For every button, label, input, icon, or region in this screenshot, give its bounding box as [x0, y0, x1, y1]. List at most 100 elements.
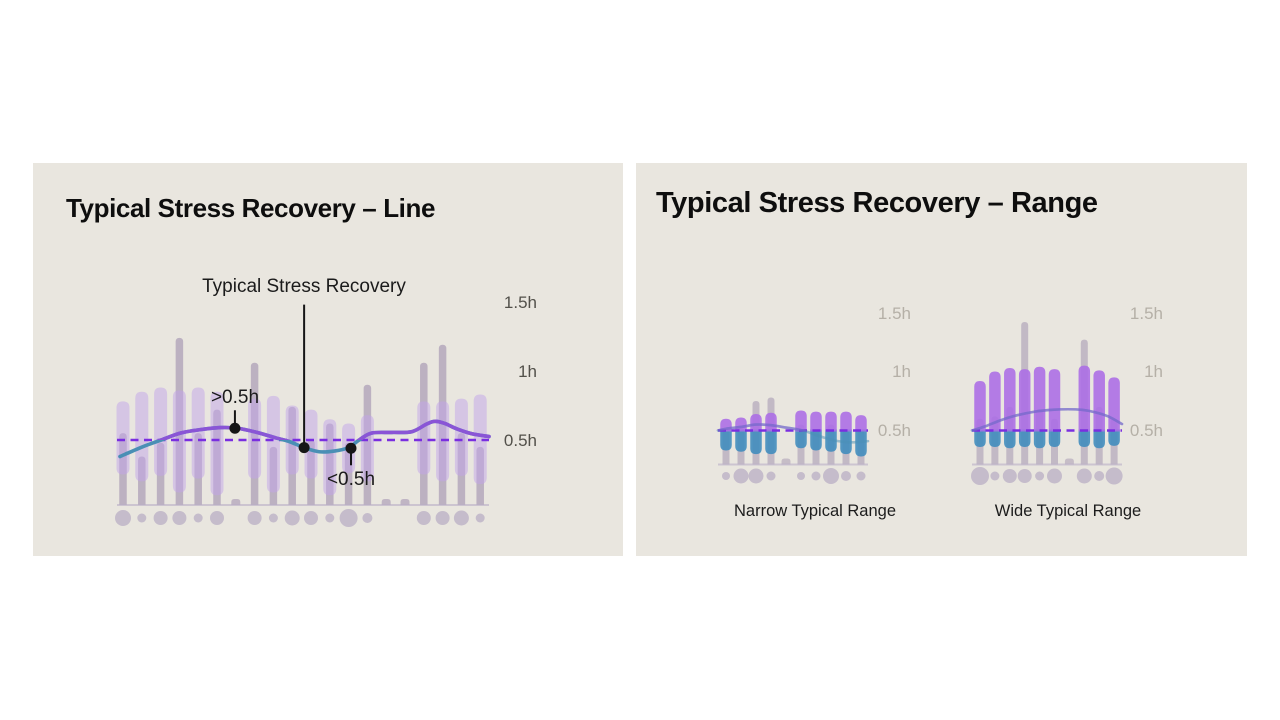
- typical-range-bar: [417, 401, 431, 475]
- wide-chart: [970, 321, 1124, 485]
- typical-range-bar: [135, 391, 149, 482]
- above-typical-bar: [855, 415, 867, 432]
- stress-recovery-range-charts: [716, 321, 1124, 485]
- wide-y-tick-1-5h: 1.5h: [1129, 304, 1163, 323]
- panel-typical-stress-recovery-line: Typical Stress Recovery – Line 1.5h 1h 0…: [33, 163, 623, 556]
- above-typical-bar: [840, 411, 852, 432]
- missing-day-stub: [400, 499, 410, 505]
- session-dot: [811, 471, 821, 481]
- session-dot: [475, 513, 485, 523]
- annotation-typical-stress-recovery-label: Typical Stress Recovery: [202, 276, 406, 297]
- session-dot: [362, 513, 373, 523]
- typical-range-bar: [473, 394, 487, 485]
- annotation-above-threshold-label: >0.5h: [210, 387, 260, 408]
- session-dot: [416, 511, 431, 525]
- annotation-dot: [229, 422, 241, 434]
- typical-range-bar: [154, 387, 168, 476]
- recovery-curve-above: [155, 419, 491, 440]
- missing-day-stub: [781, 458, 791, 465]
- session-dot: [1105, 467, 1123, 485]
- typical-range-bar: [172, 390, 186, 493]
- narrow-y-tick-0-5h: 0.5h: [877, 421, 911, 440]
- above-typical-bar: [1018, 369, 1031, 432]
- below-typical-bar: [1078, 429, 1091, 448]
- below-typical-bar: [735, 429, 747, 452]
- panel-typical-stress-recovery-range: Typical Stress Recovery – Range 1.5h 1h …: [636, 163, 1247, 556]
- session-dot: [304, 511, 318, 525]
- session-dot: [990, 471, 1000, 481]
- below-typical-bar: [1048, 429, 1061, 448]
- session-dot: [766, 471, 776, 481]
- above-typical-bar: [1048, 369, 1061, 432]
- stress-recovery-line-chart: [115, 304, 491, 527]
- annotation-dot: [298, 442, 310, 454]
- missing-day-stub: [381, 499, 391, 505]
- below-typical-bar: [1108, 429, 1120, 446]
- typical-range-bar: [304, 409, 318, 479]
- session-dot: [1017, 469, 1032, 483]
- session-dot: [856, 471, 866, 481]
- above-typical-bar: [810, 411, 822, 432]
- y-tick-1-5h: 1.5h: [503, 293, 537, 312]
- session-dot: [797, 472, 805, 480]
- above-typical-bar: [1078, 365, 1091, 432]
- session-dot: [722, 472, 730, 480]
- typical-range-bar: [266, 395, 280, 493]
- typical-range-bar: [285, 405, 299, 475]
- typical-range-bar: [454, 398, 468, 476]
- session-dot: [339, 509, 358, 527]
- below-typical-bar: [1033, 429, 1046, 449]
- session-dot: [1035, 471, 1045, 481]
- above-typical-bar: [989, 371, 1001, 432]
- below-typical-bar: [989, 429, 1001, 448]
- below-typical-bar: [720, 429, 732, 451]
- session-dot: [971, 467, 989, 485]
- narrow-y-tick-1-5h: 1.5h: [877, 304, 911, 323]
- y-tick-0-5h: 0.5h: [503, 431, 537, 450]
- above-typical-bar: [974, 380, 986, 432]
- session-dot: [268, 513, 278, 523]
- below-typical-bar: [1018, 429, 1031, 448]
- above-typical-bar: [1108, 377, 1120, 432]
- session-dot: [435, 511, 450, 525]
- session-dot: [210, 511, 224, 525]
- typical-range-bar: [248, 398, 262, 479]
- annotation-below-threshold-label: <0.5h: [326, 469, 376, 490]
- session-dot: [284, 510, 300, 526]
- session-dot: [453, 510, 469, 526]
- below-typical-bar: [1093, 429, 1105, 449]
- recovery-curve-above: [970, 407, 1124, 431]
- session-dot: [325, 513, 335, 523]
- above-typical-bar: [825, 411, 837, 432]
- wide-y-tick-0-5h: 0.5h: [1129, 421, 1163, 440]
- session-dot: [748, 468, 764, 484]
- above-typical-bar: [750, 413, 762, 432]
- below-typical-bar: [795, 429, 807, 449]
- wide-range-caption: Wide Typical Range: [994, 502, 1142, 520]
- session-dot: [193, 513, 203, 523]
- typical-range-bar: [323, 419, 337, 496]
- session-dot: [823, 468, 839, 484]
- session-dot: [1076, 468, 1092, 484]
- above-typical-bar: [1093, 370, 1105, 432]
- line-chart: [115, 304, 491, 527]
- above-typical-bar: [765, 412, 777, 432]
- session-dot: [115, 510, 131, 526]
- page-title-range: Typical Stress Recovery – Range: [656, 187, 1098, 219]
- recovery-curve-above: [716, 423, 808, 431]
- session-dot: [841, 471, 851, 481]
- typical-range-bar: [191, 387, 205, 479]
- typical-range-bar: [436, 401, 450, 482]
- session-dot: [137, 513, 147, 523]
- wide-y-tick-1h: 1h: [1144, 362, 1163, 381]
- missing-day-stub: [231, 499, 241, 505]
- above-typical-bar: [795, 410, 807, 432]
- narrow-y-tick-1h: 1h: [892, 362, 911, 381]
- typical-range-bar: [116, 401, 130, 475]
- page-title: Typical Stress Recovery – Line: [66, 193, 436, 223]
- session-dot: [172, 511, 187, 525]
- missing-day-stub: [1064, 458, 1074, 465]
- session-dot: [1002, 469, 1017, 483]
- session-dot: [247, 511, 262, 525]
